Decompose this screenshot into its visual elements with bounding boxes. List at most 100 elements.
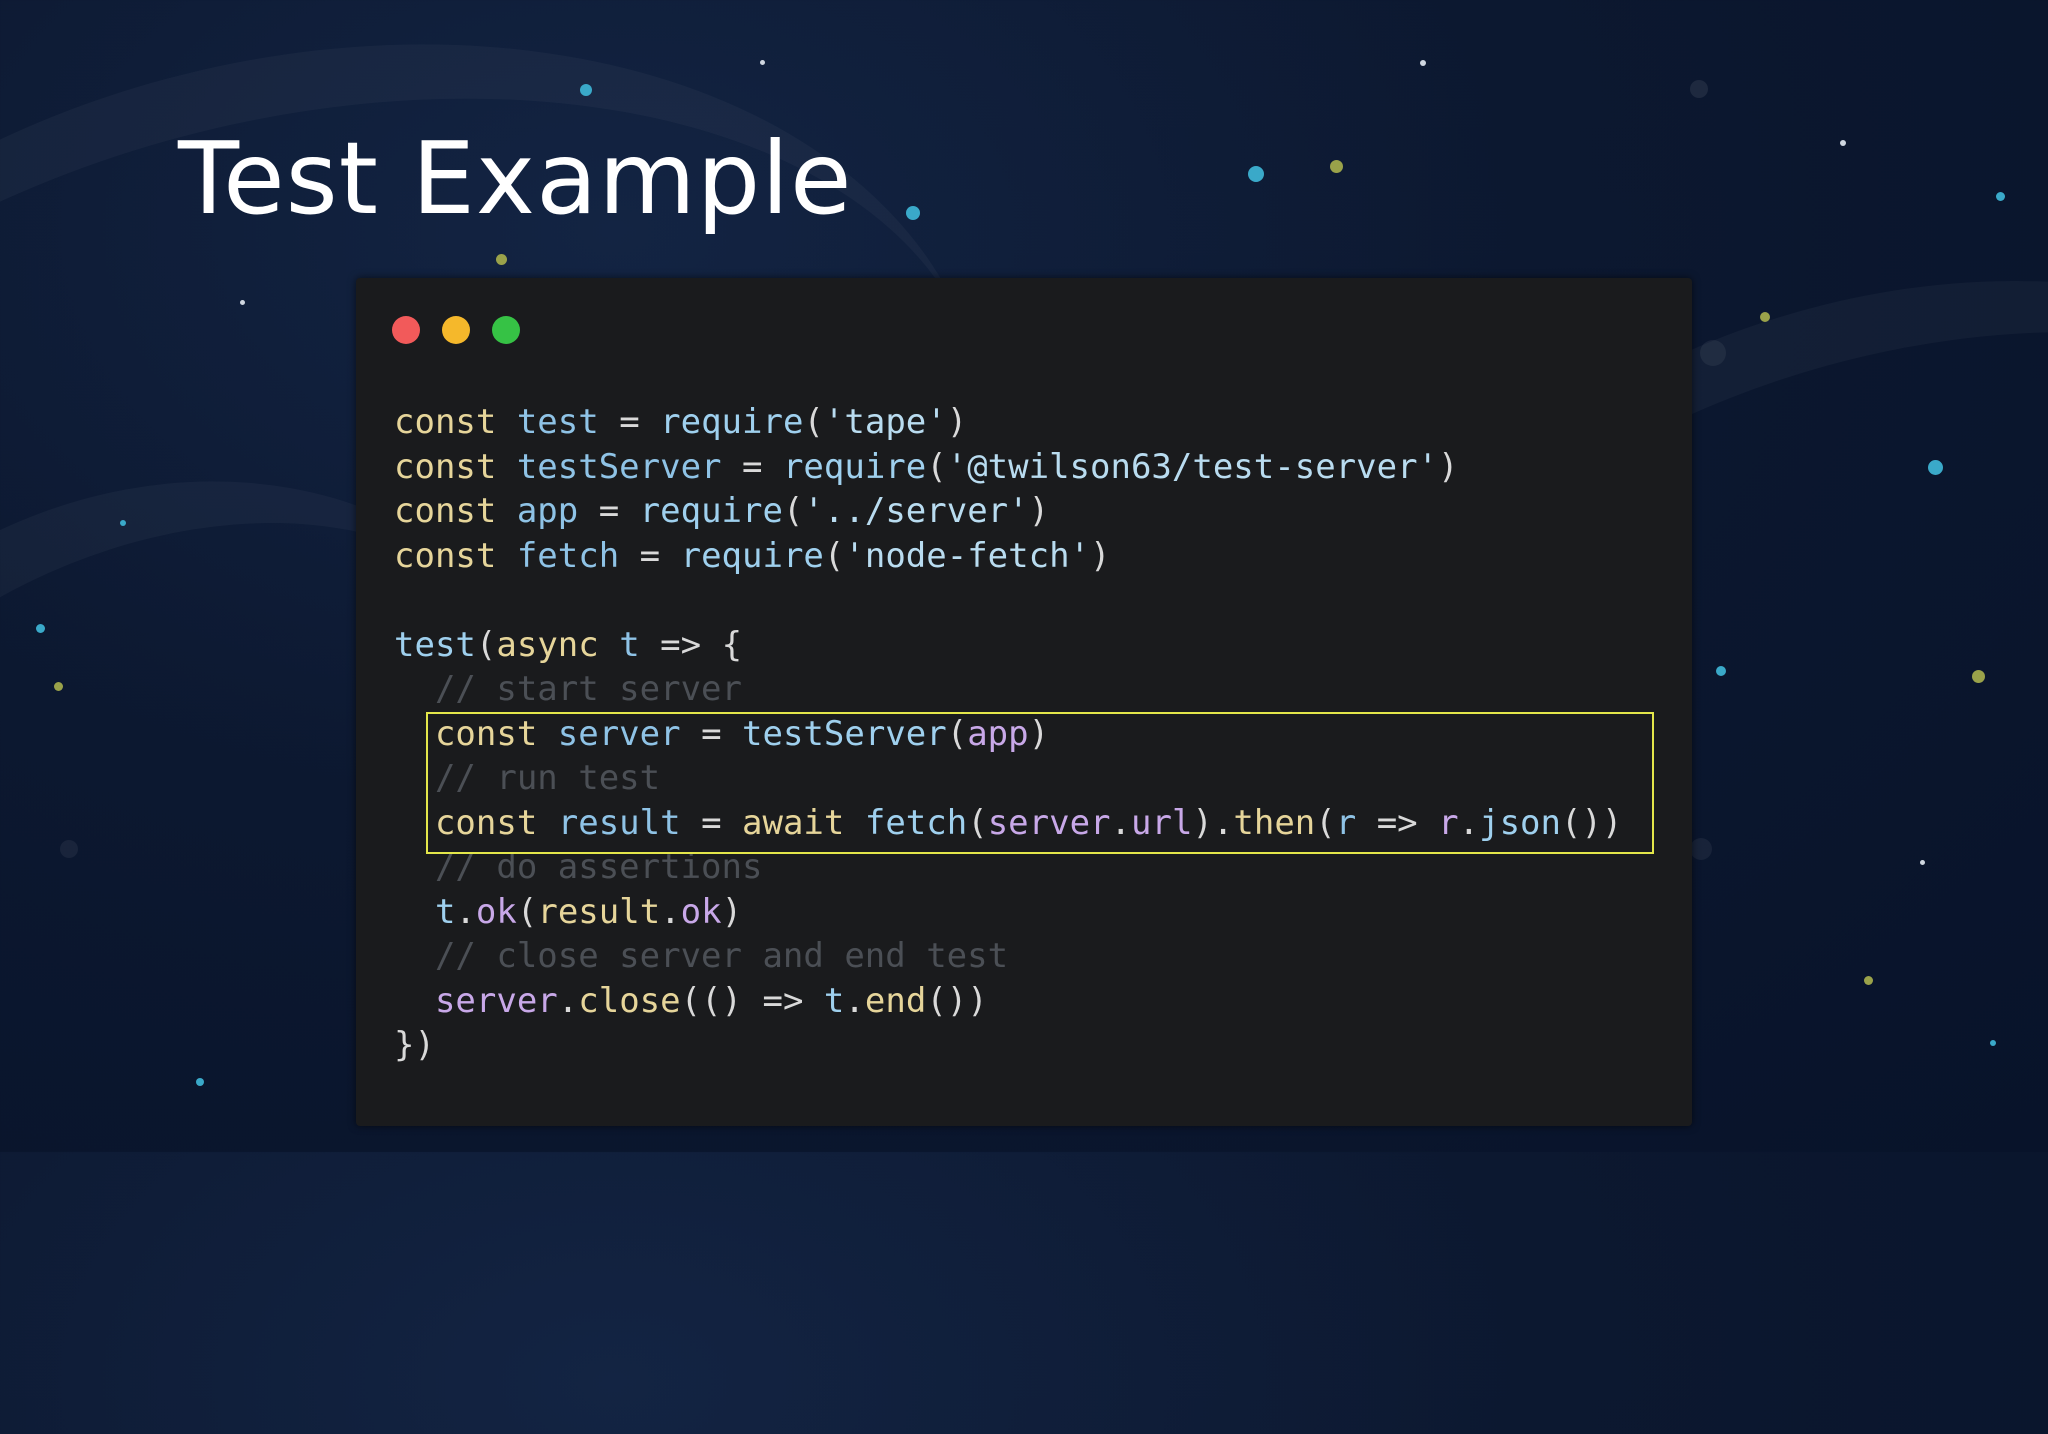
star-dot (54, 682, 63, 691)
code-token: => (1356, 802, 1439, 843)
code-token: ) (1028, 713, 1050, 754)
code-token: . (455, 891, 476, 932)
code-line: const fetch = require('node-fetch') (394, 534, 1622, 579)
code-token: test (394, 624, 476, 665)
code-token: . (557, 980, 579, 1021)
code-line: server.close(() => t.end()) (394, 979, 1622, 1024)
star-dot (1420, 60, 1426, 66)
code-token: require (660, 535, 824, 576)
code-token: { (701, 624, 743, 665)
code-token: require (639, 402, 804, 442)
star-dot (1330, 160, 1343, 173)
code-token: const (394, 535, 497, 576)
code-token: => (762, 980, 804, 1021)
code-token: . (1110, 802, 1131, 843)
code-token: const (394, 491, 497, 531)
code-line: // run test (394, 756, 1622, 801)
code-token: ( (803, 402, 824, 442)
code-token: testServer (496, 446, 742, 487)
code-line: t.ok(result.ok) (394, 890, 1622, 935)
code-token: '../server' (803, 491, 1029, 531)
code-token: ( (823, 535, 845, 576)
code-token: => (660, 624, 702, 665)
code-token: . (1458, 802, 1480, 843)
star-dot (120, 520, 126, 526)
code-token: = (598, 491, 620, 531)
code-token: t (394, 891, 456, 932)
star-dot (36, 624, 45, 633)
close-light-icon (392, 316, 420, 344)
code-token: result (537, 802, 702, 843)
star-dot (240, 300, 245, 305)
code-token: close (578, 980, 681, 1021)
code-token: url (1131, 802, 1193, 843)
code-line (394, 578, 1622, 623)
code-token: ( (926, 446, 947, 487)
star-dot (1996, 192, 2005, 201)
code-token: ( (475, 624, 497, 665)
code-token: ok (680, 891, 722, 932)
code-token: ) (1438, 446, 1459, 487)
code-token: fetch (496, 535, 640, 576)
code-block: const test = require('tape')const testSe… (394, 400, 1622, 1068)
code-token: . (844, 980, 865, 1021)
code-line: // do assertions (394, 845, 1622, 890)
code-token: = (701, 802, 722, 843)
code-token: const (394, 713, 538, 754)
star-dot (1690, 80, 1708, 98)
star-dot (1840, 140, 1846, 146)
code-token: async (496, 624, 599, 665)
code-token: const (394, 802, 538, 843)
code-token: server (394, 980, 558, 1021)
code-line: const server = testServer(app) (394, 712, 1622, 757)
star-dot (1864, 976, 1873, 985)
code-token: = (619, 402, 640, 442)
star-dot (760, 60, 765, 65)
code-token: t (803, 980, 845, 1021)
code-token: 'tape' (823, 402, 947, 442)
code-line: const app = require('../server') (394, 489, 1622, 534)
code-token: end (864, 980, 927, 1021)
code-token: app (496, 491, 599, 531)
code-token: . (660, 891, 681, 932)
code-token: await (721, 802, 845, 843)
code-token: json (1479, 802, 1561, 843)
code-token: ( (516, 891, 538, 932)
code-token: server (537, 713, 702, 754)
code-token: // start server (394, 669, 742, 709)
star-dot (1690, 838, 1712, 860)
star-dot (1920, 860, 1925, 865)
code-token: r (1335, 802, 1357, 843)
code-line: test(async t => { (394, 623, 1622, 668)
code-token: // do assertions (394, 847, 763, 887)
code-token: fetch (844, 802, 968, 843)
star-dot (60, 840, 78, 858)
code-token: ) (721, 891, 743, 932)
code-token: 'node-fetch' (844, 535, 1091, 576)
minimize-light-icon (442, 316, 470, 344)
code-token: const (394, 446, 497, 487)
star-dot (196, 1078, 204, 1086)
code-token: // close server and end test (394, 936, 1009, 976)
code-token: ) (1028, 491, 1050, 531)
star-dot (1972, 670, 1985, 683)
star-dot (1990, 1040, 1996, 1046)
code-token: app (967, 713, 1029, 754)
code-token: ) (946, 402, 968, 442)
code-token: require (619, 491, 783, 531)
code-token: = (701, 713, 722, 754)
code-token: }) (394, 1025, 435, 1065)
star-dot (906, 206, 920, 220)
code-token: result (537, 891, 661, 932)
code-token: r (1438, 802, 1459, 843)
maximize-light-icon (492, 316, 520, 344)
star-dot (1760, 312, 1770, 322)
code-token: t (598, 624, 661, 665)
code-token: (() (680, 980, 763, 1021)
slide-title: Test Example (178, 120, 853, 237)
code-token: const (394, 402, 497, 442)
code-token: require (762, 446, 927, 487)
code-token: then (1233, 802, 1316, 843)
code-token: ()) (1560, 802, 1623, 843)
star-dot (580, 84, 592, 96)
